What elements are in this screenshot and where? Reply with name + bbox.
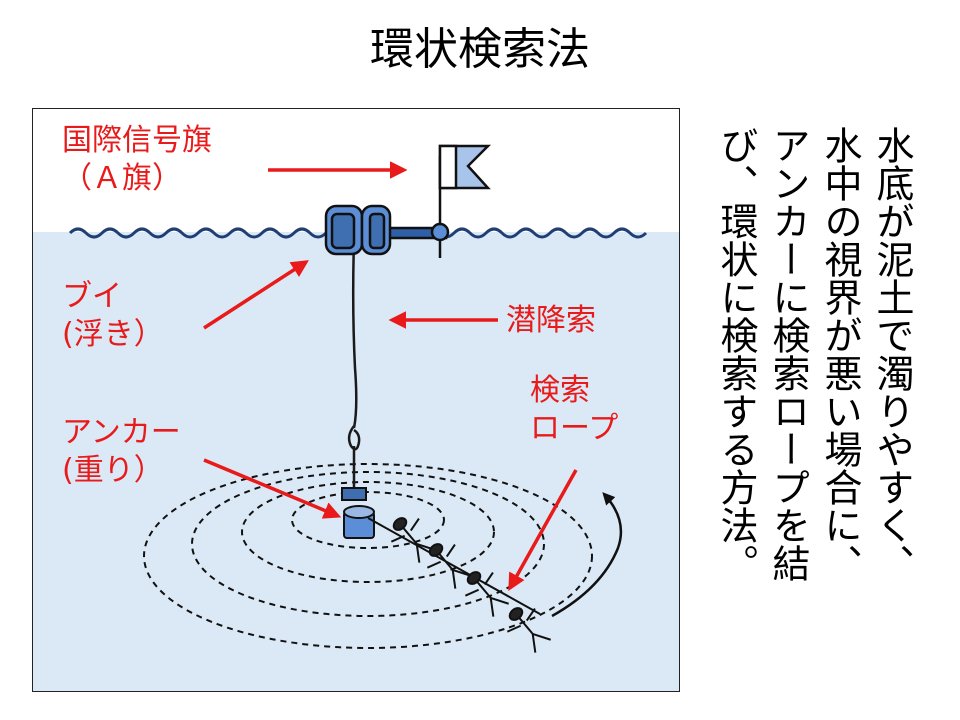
search-rope-line	[367, 517, 541, 615]
description-line-2: 水中の視界が悪い場合に、	[818, 126, 862, 582]
diver-figures	[390, 517, 551, 653]
anchor-shackle	[347, 425, 361, 488]
label-arrows	[203, 161, 578, 592]
buoy-label: ブイ (浮き）	[62, 279, 164, 352]
description-line-1: 水底が泥土で濁りやすく、	[870, 126, 914, 582]
water-area	[33, 232, 679, 691]
search-diagram: 国際信号旗 （Ａ旗） ブイ (浮き） 潜降索 検索 ロープ アンカー (重り）	[32, 108, 680, 692]
diagram-canvas	[32, 108, 680, 692]
anchor-cap	[341, 487, 367, 501]
descent-line-label: 潜降索	[506, 303, 596, 338]
page-title: 環状検索法	[370, 24, 590, 75]
flag-label: 国際信号旗 （Ａ旗）	[62, 123, 212, 196]
anchor-label: アンカー (重り）	[62, 415, 181, 488]
search-rope-label: 検索 ロープ	[530, 373, 619, 446]
buoy	[324, 156, 450, 258]
description-line-3: アンカーに検索ロープを結	[766, 126, 810, 582]
description-line-4: び、環状に検索する方法。	[714, 126, 758, 582]
descent-line	[351, 239, 358, 429]
rotation-arrow	[551, 492, 623, 618]
search-circles	[143, 463, 593, 649]
